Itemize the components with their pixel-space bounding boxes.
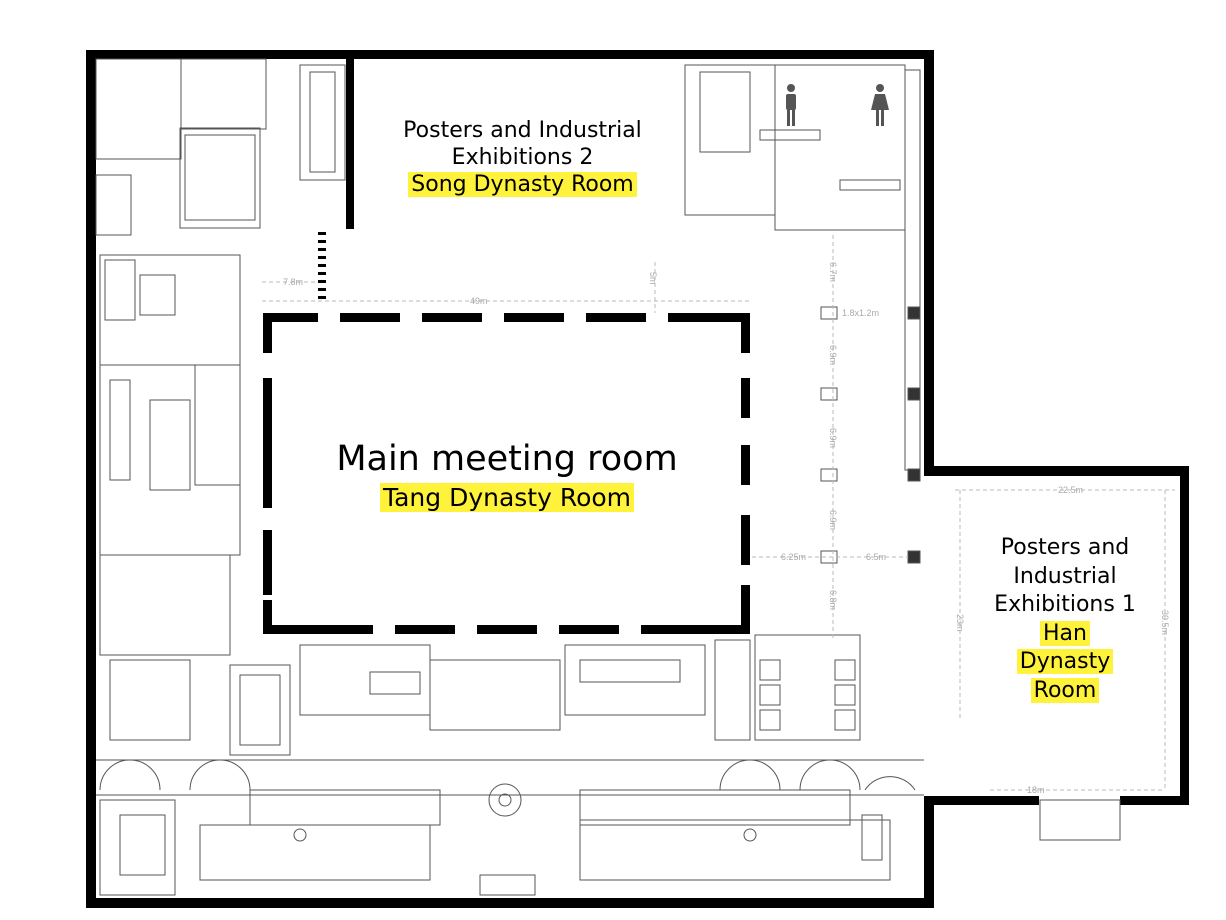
tang-room-label: Main meeting room Tang Dynasty Room [272, 438, 742, 513]
han-room-walls [924, 466, 1189, 841]
song-room-label: Posters and Industrial Exhibitions 2 Son… [360, 118, 685, 198]
male-restroom-icon [786, 84, 796, 126]
main-meeting-room-walls [263, 313, 750, 634]
dim-7-8m: 7.8m [283, 277, 303, 287]
tang-room-name: Tang Dynasty Room [379, 482, 635, 512]
dim-49m: 49m [470, 296, 488, 306]
han-room-title-line2: Industrial [1013, 563, 1117, 589]
dim-18m: 18m [1027, 785, 1045, 795]
service-area [95, 58, 921, 756]
song-room-name: Song Dynasty Room [408, 171, 637, 197]
lobby-area [96, 759, 924, 896]
dim-30-5m: 30.5m [1160, 610, 1170, 635]
han-room-name-3: Room [1030, 677, 1100, 703]
dimension-lines [262, 235, 1175, 791]
dim-6-9m-a: 6.9m [828, 345, 838, 365]
dim-column-size: 1.8x1.2m [842, 308, 879, 318]
han-room-label: Posters and Industrial Exhibitions 1 Han… [965, 534, 1165, 706]
dim-6-25m: 6.25m [781, 552, 806, 562]
dim-6-5m: 6.5m [866, 552, 886, 562]
dim-23m: 23m [955, 614, 965, 632]
columns [820, 306, 921, 564]
dim-6-8m: 6.8m [828, 590, 838, 610]
han-room-name-1: Han [1040, 620, 1090, 646]
song-room-wall [346, 59, 354, 229]
han-room-name-2: Dynasty [1016, 649, 1114, 675]
dim-5m: 5m [648, 272, 658, 285]
song-room-title-line1: Posters and Industrial [403, 118, 642, 143]
dim-6-9m-b: 6.9m [828, 428, 838, 448]
dim-6-9m-c: 6.9m [828, 510, 838, 530]
song-room-title-line2: Exhibitions 2 [451, 144, 594, 170]
han-room-title-line1: Posters and [1000, 535, 1130, 560]
dim-22-5m: 22.5m [1058, 485, 1083, 495]
female-restroom-icon [871, 84, 889, 126]
dimension-labels: 7.8m 49m 5m 6.7m 1.8x1.2m 6.9m 6.9m 6.9m… [283, 262, 1170, 795]
dim-6-7m: 6.7m [828, 262, 838, 282]
building-outer-walls [86, 50, 934, 908]
han-room-title-line3: Exhibitions 1 [994, 592, 1136, 618]
tang-room-title: Main meeting room [336, 439, 678, 479]
stair-marks [318, 232, 326, 299]
